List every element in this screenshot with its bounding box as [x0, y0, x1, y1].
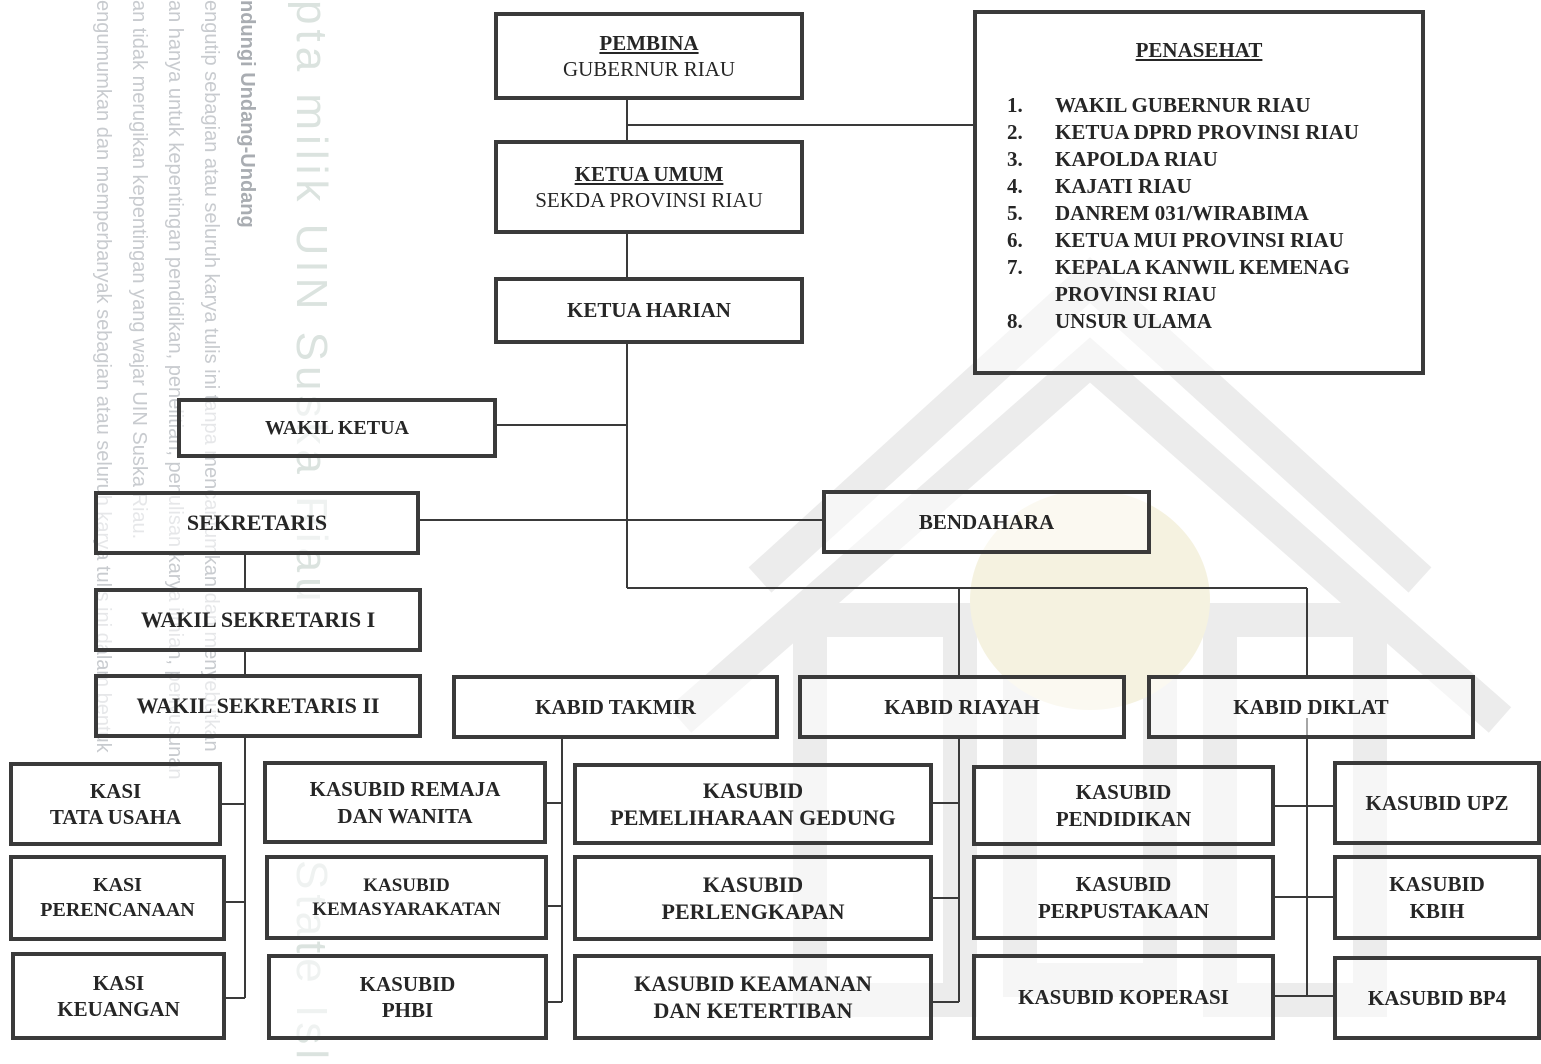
kabid-diklat-label: KABID DIKLAT: [1233, 694, 1389, 719]
kasi-tata-usaha-box: KASI TATA USAHA: [9, 762, 222, 846]
kasubid-perlengkapan-box: KASUBID PERLENGKAPAN: [573, 855, 933, 941]
wakil-ketua-box: WAKIL KETUA: [177, 398, 497, 458]
list-text: WAKIL GUBERNUR RIAU: [1055, 93, 1311, 117]
kasi-perencanaan-box: KASI PERENCANAAN: [9, 855, 226, 941]
list-number: 4.: [1007, 174, 1023, 198]
wakil-sekretaris-1-box: WAKIL SEKRETARIS I: [94, 588, 422, 652]
kasubid-line-1: KASUBID: [702, 777, 804, 803]
kasubid-upz-box: KASUBID UPZ: [1333, 761, 1541, 845]
kasubid-line-2: PEMELIHARAAN GEDUNG: [610, 805, 896, 830]
ketua-harian-box: KETUA HARIAN: [494, 277, 804, 344]
kasubid-bp4-box: KASUBID BP4: [1333, 956, 1541, 1040]
list-item: 3. KAPOLDA RIAU: [1007, 146, 1407, 173]
ketua-harian-label: KETUA HARIAN: [567, 298, 731, 323]
kasubid-line-2: PERLENGKAPAN: [661, 899, 845, 924]
list-text: KEPALA KANWIL KEMENAG PROVINSI RIAU: [1055, 255, 1350, 306]
connector-lines: [222, 99, 1333, 1003]
kasubid-line-2: PERPUSTAKAAN: [1037, 898, 1210, 923]
list-item: 2. KETUA DPRD PROVINSI RIAU: [1007, 119, 1407, 146]
list-item: 4. KAJATI RIAU: [1007, 173, 1407, 200]
list-number: 3.: [1007, 147, 1023, 171]
kabid-riayah-box: KABID RIAYAH: [798, 675, 1126, 739]
kabid-takmir-box: KABID TAKMIR: [452, 675, 779, 739]
kasubid-line-1: KASUBID: [1075, 872, 1172, 897]
ketua-umum-subtitle: SEKDA PROVINSI RIAU: [535, 188, 763, 212]
wakil-sekretaris-1-label: WAKIL SEKRETARIS I: [140, 607, 376, 633]
kasubid-line-1: KASUBID KEAMANAN: [634, 970, 872, 996]
ketua-umum-box: KETUA UMUM SEKDA PROVINSI RIAU: [494, 140, 804, 234]
kasubid-koperasi-box: KASUBID KOPERASI: [972, 954, 1275, 1040]
kabid-takmir-label: KABID TAKMIR: [535, 694, 696, 719]
penasehat-box: PENASEHAT 1. WAKIL GUBERNUR RIAU 2. KETUA …: [973, 10, 1425, 375]
kasubid-upz-label: KASUBID UPZ: [1365, 790, 1509, 815]
kasubid-line-2: PHBI: [381, 998, 434, 1022]
kasubid-line-1: KASUBID REMAJA: [309, 777, 501, 802]
sekretaris-box: SEKRETARIS: [94, 491, 420, 555]
list-number: 2.: [1007, 120, 1023, 144]
kasubid-line-1: KASUBID: [702, 871, 804, 897]
kasubid-line-2: DAN WANITA: [337, 803, 473, 828]
kasubid-line-2: KBIH: [1409, 898, 1465, 923]
list-text: UNSUR ULAMA: [1055, 309, 1212, 333]
list-number: 7.: [1007, 255, 1023, 279]
kasi-label: KASI: [92, 970, 145, 995]
kabid-riayah-label: KABID RIAYAH: [884, 694, 1040, 719]
pembina-box: PEMBINA GUBERNUR RIAU: [494, 12, 804, 100]
kasubid-phbi-box: KASUBID PHBI: [267, 954, 548, 1040]
kasubid-kbih-box: KASUBID KBIH: [1333, 855, 1541, 940]
list-item: 5. DANREM 031/WIRABIMA: [1007, 200, 1407, 227]
ketua-umum-title: KETUA UMUM: [574, 161, 724, 186]
sekretaris-label: SEKRETARIS: [186, 510, 328, 536]
list-text: DANREM 031/WIRABIMA: [1055, 201, 1309, 225]
penasehat-title: PENASEHAT: [1135, 38, 1263, 62]
list-item: 7. KEPALA KANWIL KEMENAG PROVINSI RIAU: [1007, 254, 1407, 308]
list-number: 6.: [1007, 228, 1023, 252]
kasubid-line-1: KASUBID: [359, 971, 456, 996]
kasubid-line-2: DAN KETERTIBAN: [653, 998, 853, 1023]
kasubid-keamanan-box: KASUBID KEAMANAN DAN KETERTIBAN: [573, 954, 933, 1040]
kasubid-remaja-box: KASUBID REMAJA DAN WANITA: [263, 761, 547, 844]
kasubid-perpustakaan-box: KASUBID PERPUSTAKAAN: [972, 855, 1275, 940]
wakil-sekretaris-2-label: WAKIL SEKRETARIS II: [136, 693, 380, 719]
kasubid-bp4-label: KASUBID BP4: [1367, 985, 1507, 1010]
kasubid-line-2: KEMASYARAKATAN: [312, 898, 501, 920]
kasubid-kemasyarakatan-box: KASUBID KEMASYARAKATAN: [265, 855, 548, 940]
kasubid-pemeliharaan-box: KASUBID PEMELIHARAAN GEDUNG: [573, 763, 933, 845]
list-item: 6. KETUA MUI PROVINSI RIAU: [1007, 227, 1407, 254]
kasi-name: TATA USAHA: [49, 805, 182, 829]
list-text: KETUA MUI PROVINSI RIAU: [1055, 228, 1344, 252]
kasi-label: KASI: [93, 874, 142, 896]
list-text: KETUA DPRD PROVINSI RIAU: [1055, 120, 1359, 144]
list-number: 8.: [1007, 309, 1023, 333]
wakil-ketua-label: WAKIL KETUA: [265, 416, 409, 439]
kabid-diklat-box: KABID DIKLAT: [1147, 675, 1475, 739]
list-text: KAPOLDA RIAU: [1055, 147, 1218, 171]
kasubid-pendidikan-box: KASUBID PENDIDIKAN: [972, 765, 1275, 846]
list-text: KAJATI RIAU: [1055, 174, 1192, 198]
bendahara-label: BENDAHARA: [918, 509, 1055, 534]
kasubid-line-2: PENDIDIKAN: [1055, 806, 1192, 831]
kasubid-line-1: KASUBID: [1389, 872, 1485, 897]
kasi-name: PERENCANAAN: [40, 899, 195, 921]
kasi-keuangan-box: KASI KEUANGAN: [11, 952, 226, 1040]
pembina-subtitle: GUBERNUR RIAU: [562, 57, 736, 81]
list-item: 1. WAKIL GUBERNUR RIAU: [1007, 92, 1407, 119]
pembina-title: PEMBINA: [599, 30, 699, 55]
wakil-sekretaris-2-box: WAKIL SEKRETARIS II: [94, 674, 422, 738]
list-item: 8. UNSUR ULAMA: [1007, 308, 1407, 335]
kasi-label: KASI: [89, 778, 142, 803]
kasubid-line-1: KASUBID: [1075, 780, 1172, 805]
kasi-name: KEUANGAN: [57, 997, 180, 1021]
kasubid-koperasi-label: KASUBID KOPERASI: [1018, 984, 1229, 1009]
kasubid-line-1: KASUBID: [363, 874, 450, 896]
penasehat-list: 1. WAKIL GUBERNUR RIAU 2. KETUA DPRD PROVI…: [1007, 92, 1407, 335]
list-number: 1.: [1007, 93, 1023, 117]
bendahara-box: BENDAHARA: [822, 490, 1151, 554]
list-number: 5.: [1007, 201, 1023, 225]
